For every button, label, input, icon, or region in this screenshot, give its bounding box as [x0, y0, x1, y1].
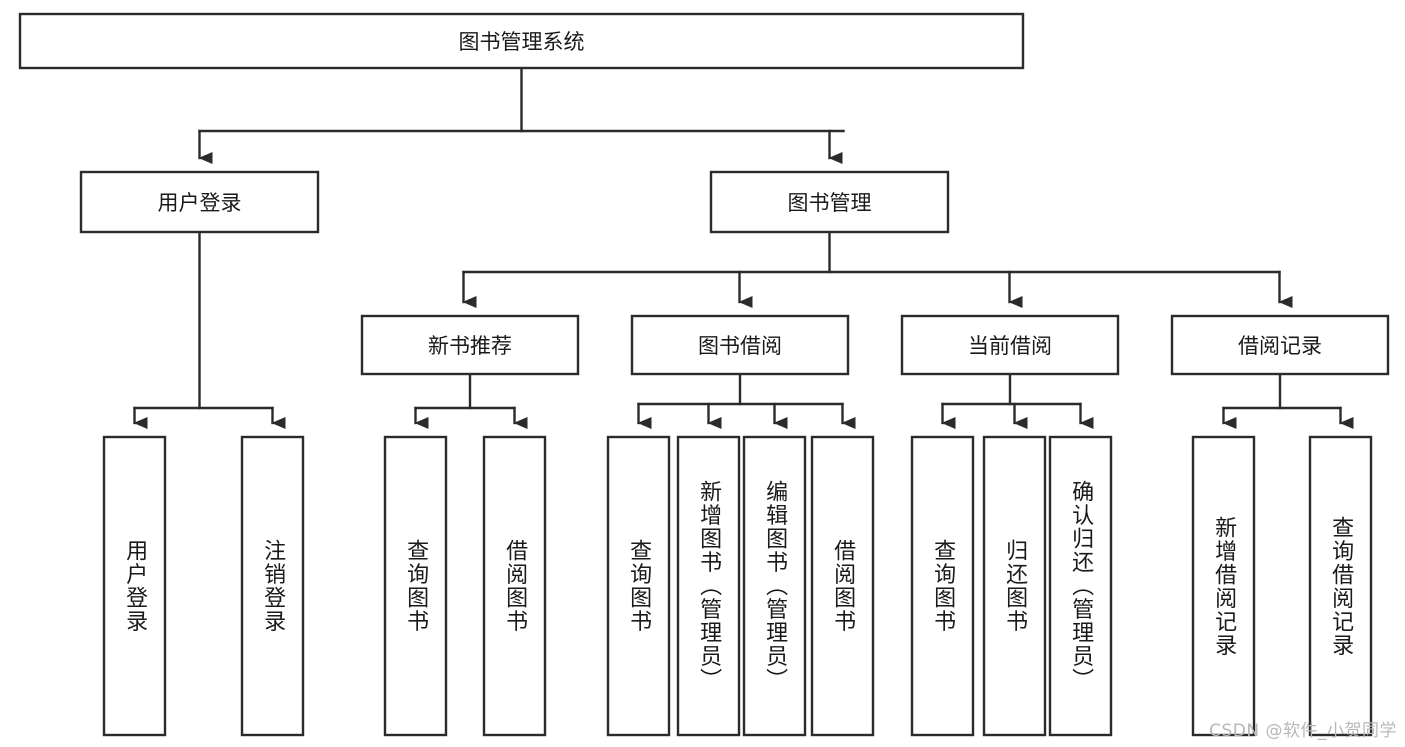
- leaf-label-query-record: 查询借阅记录: [1328, 515, 1354, 657]
- node-current-borrow-box[interactable]: [900, 314, 1120, 376]
- node-leaf-add-book-box[interactable]: [676, 435, 741, 737]
- leaf-label-user-login: 用户登录: [122, 539, 148, 633]
- node-leaf-query-record-box[interactable]: [1308, 435, 1373, 737]
- node-leaf-logout-box[interactable]: [240, 435, 305, 737]
- leaf-label-confirm-return: 确认归还（管理员）: [1068, 480, 1094, 692]
- node-book-manage-label: 图书管理: [788, 191, 872, 215]
- node-leaf-borrow-book-1-box[interactable]: [482, 435, 547, 737]
- leaf-label-query-book-3: 查询图书: [930, 539, 956, 633]
- leaf-label-add-record: 新增借阅记录: [1211, 515, 1237, 657]
- node-leaf-query-book-1-box[interactable]: [383, 435, 448, 737]
- leaf-label-query-book-2: 查询图书: [626, 539, 652, 633]
- leaf-label-return-book: 归还图书: [1002, 539, 1028, 633]
- leaf-label-borrow-book-2: 借阅图书: [830, 539, 856, 633]
- node-leaf-edit-book-box[interactable]: [742, 435, 807, 737]
- connector-layer: [133, 66, 1354, 429]
- node-current-borrow-label: 当前借阅: [968, 334, 1052, 358]
- csdn-watermark: CSDN @软件_小贺同学: [1209, 721, 1397, 741]
- node-user-login-box[interactable]: [79, 170, 320, 234]
- leaf-label-borrow-book-1: 借阅图书: [502, 539, 528, 633]
- node-root-label: 图书管理系统: [459, 30, 585, 54]
- node-borrow-record-box[interactable]: [1170, 314, 1390, 376]
- leaf-label-query-book-1: 查询图书: [403, 539, 429, 633]
- node-user-login-label: 用户登录: [158, 191, 242, 215]
- leaf-label-edit-book: 编辑图书（管理员）: [762, 480, 788, 692]
- node-layer: 图书管理系统 用户登录 图书管理 新书推荐 图书借阅 当前借阅 借阅记录: [18, 12, 1390, 737]
- node-borrow-record-label: 借阅记录: [1238, 334, 1322, 358]
- node-book-borrow-label: 图书借阅: [698, 334, 782, 358]
- node-leaf-confirm-return-box[interactable]: [1048, 435, 1113, 737]
- node-leaf-borrow-book-2-box[interactable]: [810, 435, 875, 737]
- node-book-borrow-box[interactable]: [630, 314, 850, 376]
- node-leaf-add-record-box[interactable]: [1191, 435, 1256, 737]
- node-leaf-query-book-2-box[interactable]: [606, 435, 671, 737]
- leaf-label-logout: 注销登录: [260, 539, 286, 633]
- node-new-book-recommend-box[interactable]: [360, 314, 580, 376]
- node-new-book-recommend-label: 新书推荐: [428, 334, 512, 358]
- node-root-box[interactable]: [18, 12, 1025, 70]
- node-book-manage-box[interactable]: [709, 170, 950, 234]
- node-leaf-return-book-box[interactable]: [982, 435, 1047, 737]
- node-leaf-user-login-box[interactable]: [102, 435, 167, 737]
- leaf-label-add-book: 新增图书（管理员）: [696, 480, 722, 692]
- node-leaf-query-book-3-box[interactable]: [910, 435, 975, 737]
